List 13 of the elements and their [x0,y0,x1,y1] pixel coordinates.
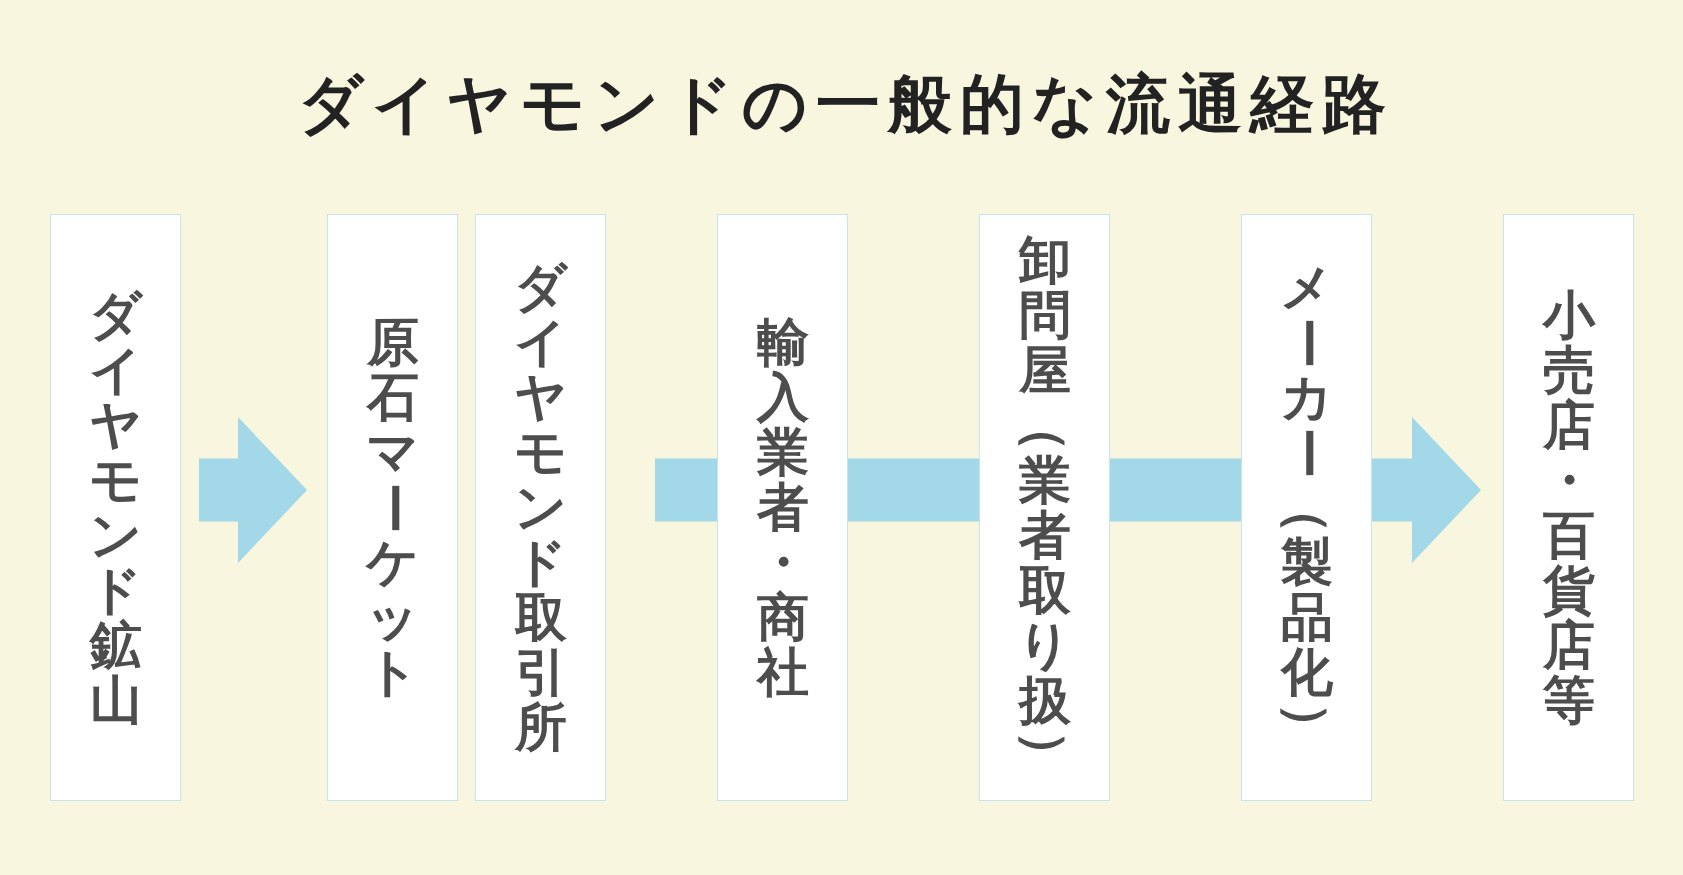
diagram-title: ダイヤモンドの一般的な流通経路 [296,66,1394,143]
arrow [199,417,307,563]
process-box: 小売店・百貨店等 [1503,214,1634,801]
connector-band [848,458,979,522]
process-box: 輸入業者・商社 [717,214,848,801]
process-box: 卸問屋（業者取り扱） [979,214,1110,801]
process-box: 原石マーケット [327,214,458,801]
process-box: ダイヤモンド鉱山 [50,214,181,801]
connector-band [1110,458,1241,522]
arrow [1372,417,1481,563]
connector-band [655,458,717,522]
process-box: ダイヤモンド取引所 [475,214,606,801]
process-box: メーカー（製品化） [1241,214,1372,801]
